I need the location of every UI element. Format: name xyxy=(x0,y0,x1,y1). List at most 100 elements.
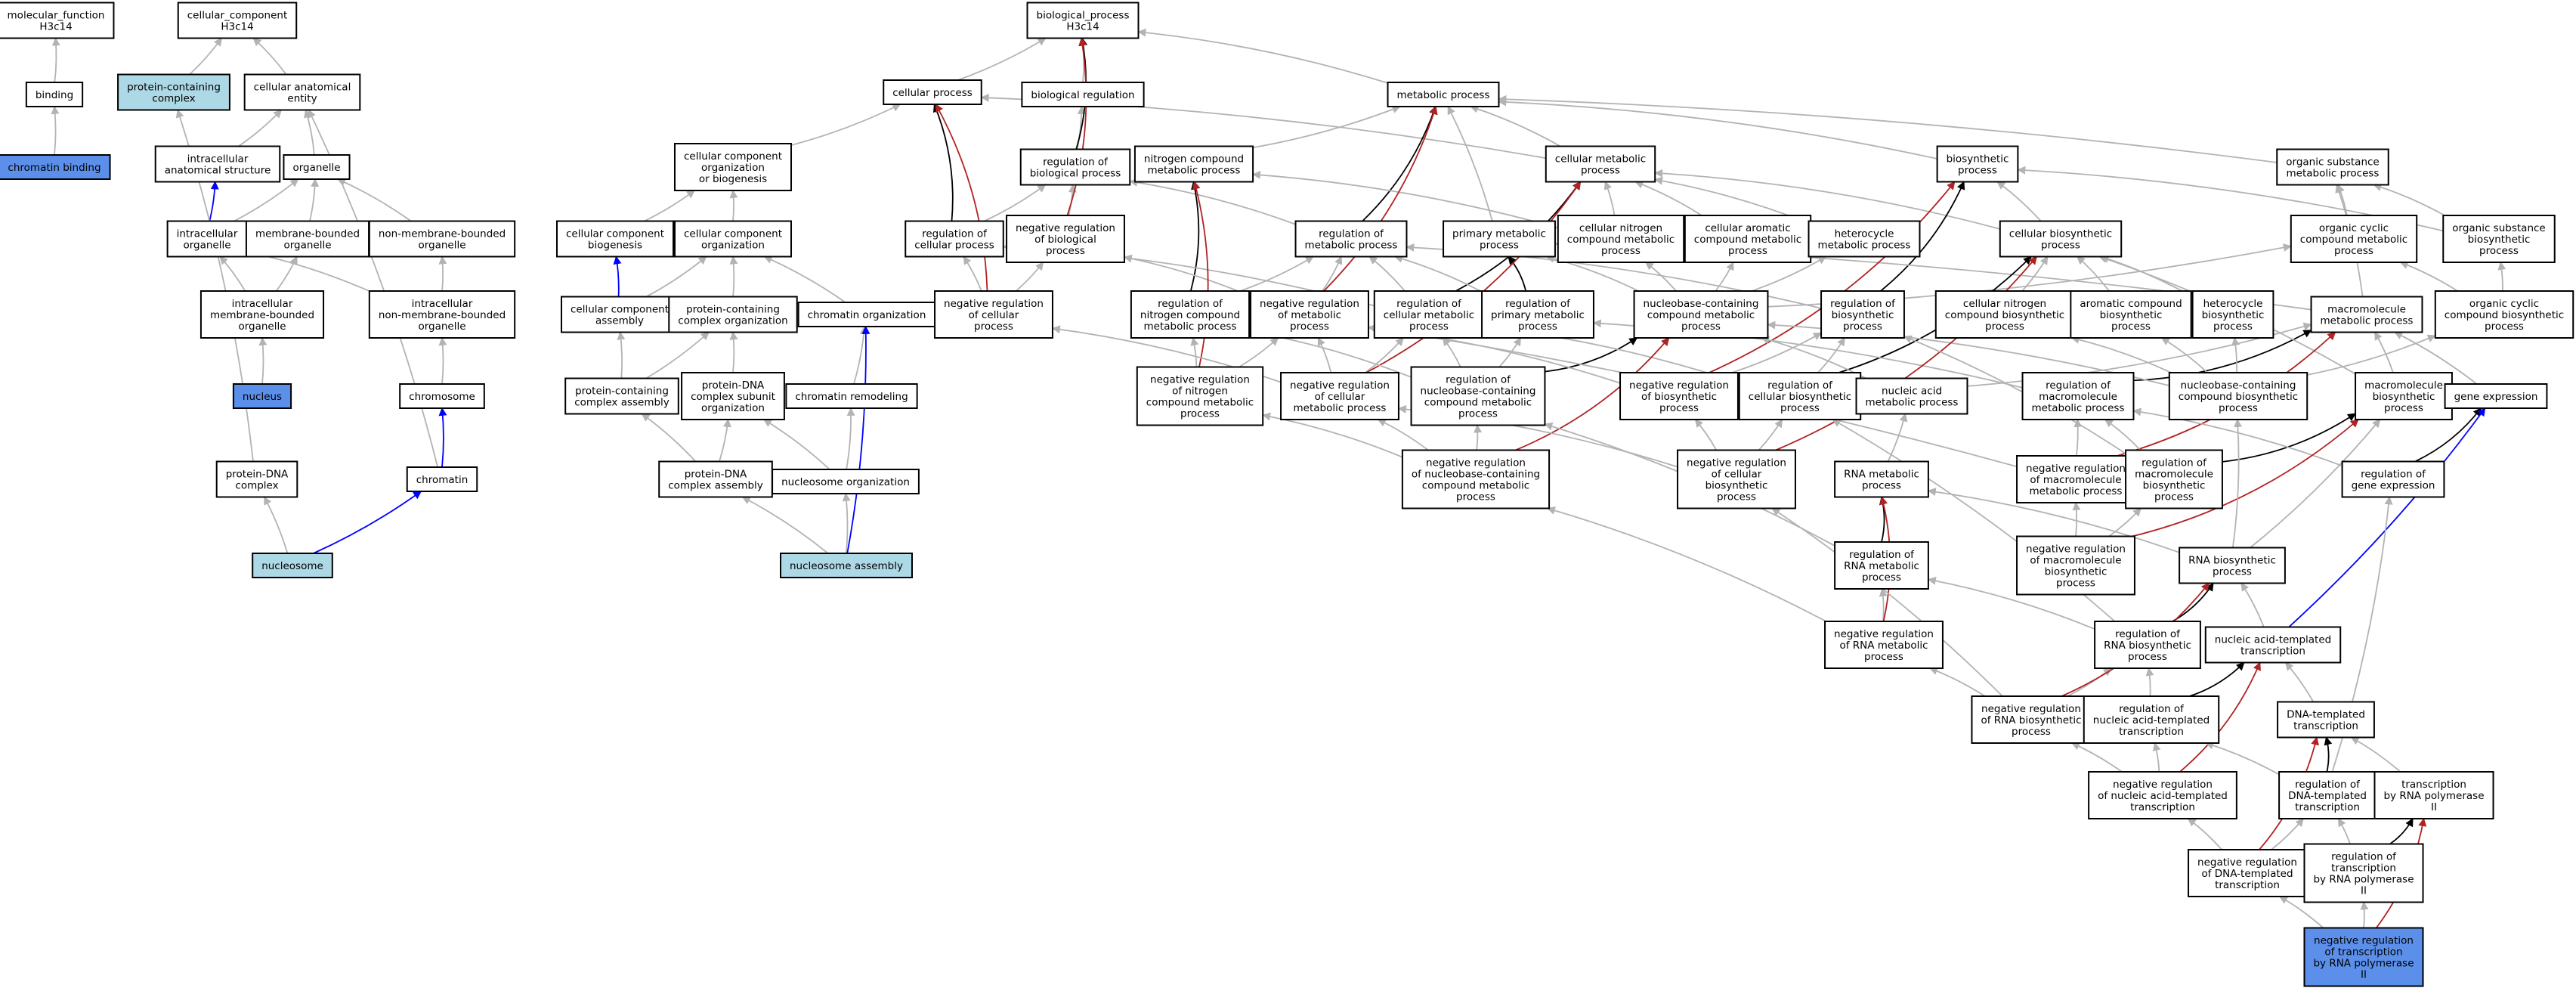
term-label-line: of cellular xyxy=(1315,391,1365,403)
term-label-line: nucleic acid-templated xyxy=(2093,714,2210,726)
term-node-rmbsp[interactable]: regulation ofmacromoleculebiosyntheticpr… xyxy=(2125,449,2223,509)
term-node-chromatin[interactable]: chromatin xyxy=(406,466,478,492)
term-node-rnbcmp[interactable]: regulation ofnucleobase-containingcompou… xyxy=(1410,366,1546,426)
term-node-ge[interactable]: gene expression xyxy=(2444,383,2548,409)
term-node-chromosome[interactable]: chromosome xyxy=(399,383,485,409)
term-label-line: macromolecule xyxy=(2135,469,2213,481)
term-node-nuco[interactable]: nucleosome organization xyxy=(772,469,920,494)
term-node-chromatin-binding[interactable]: chromatin binding xyxy=(0,154,111,180)
term-node-chro[interactable]: chromatin organization xyxy=(797,302,936,327)
term-node-organelle[interactable]: organelle xyxy=(283,154,351,180)
term-node-inmbo[interactable]: intracellularnon-membrane-boundedorganel… xyxy=(368,290,516,339)
term-node-nucleosome[interactable]: nucleosome xyxy=(252,553,333,578)
term-node-breg[interactable]: biological regulation xyxy=(1021,82,1145,107)
term-node-cp[interactable]: cellular process xyxy=(883,79,982,105)
term-label-line: II xyxy=(2431,801,2437,813)
term-node-nasm[interactable]: nucleosome assembly xyxy=(780,553,913,578)
term-node-binding[interactable]: binding xyxy=(25,82,84,107)
term-box xyxy=(2444,383,2548,409)
term-label-line: of cellular xyxy=(1712,469,1762,481)
term-node-chrr[interactable]: chromatin remodeling xyxy=(785,383,918,409)
term-node-nucleus[interactable]: nucleus xyxy=(232,383,292,409)
term-box xyxy=(2188,849,2307,897)
term-node-mp[interactable]: metabolic process xyxy=(1387,82,1500,107)
term-label-line: metabolic process xyxy=(1397,89,1490,101)
